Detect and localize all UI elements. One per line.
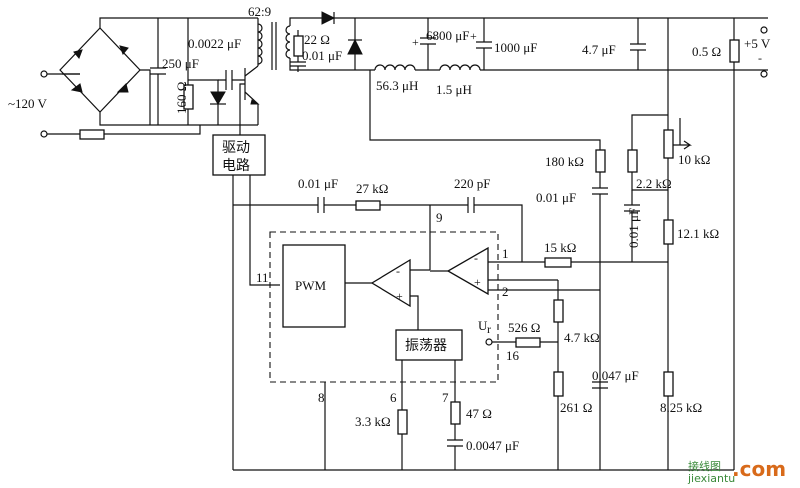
c-snubber-label: 0.0022 μF bbox=[188, 36, 241, 51]
feedback-network: 180 kΩ 0.01 μF 2.2 kΩ 10 kΩ 0.01 μF 12.1… bbox=[233, 18, 735, 471]
c-001-fb-label: 0.01 μF bbox=[536, 190, 576, 205]
pin7-label: 7 bbox=[442, 390, 449, 405]
pin16-label: 16 bbox=[506, 348, 520, 363]
out-minus: - bbox=[758, 51, 762, 65]
driver-label-line1: 驱动 bbox=[222, 140, 250, 156]
primary-section: 250 μF 160 Ω 0.0022 μF bbox=[150, 18, 260, 135]
reference-network: 15 kΩ 4.7 kΩ U r 526 Ω 261 Ω 0.047 μF bbox=[478, 240, 668, 470]
ea-minus: - bbox=[474, 251, 478, 265]
pwm-label: PWM bbox=[295, 278, 327, 293]
r-825k-label: 8.25 kΩ bbox=[660, 400, 702, 415]
compensation: 0.01 μF 27 kΩ 220 pF 9 bbox=[233, 176, 523, 270]
r-47k-label: 4.7 kΩ bbox=[564, 330, 600, 345]
polarity-plus-2: + bbox=[470, 29, 477, 43]
watermark-cn: 接线图 bbox=[688, 459, 721, 473]
r-526-label: 526 Ω bbox=[508, 320, 540, 335]
pin6-label: 6 bbox=[390, 390, 397, 405]
transformer: 62:9 bbox=[248, 4, 330, 71]
r-27k-label: 27 kΩ bbox=[356, 181, 388, 196]
r-snubber-label: 160 Ω bbox=[174, 82, 189, 114]
turns-ratio-label: 62:9 bbox=[248, 4, 271, 19]
c-0047-label: 0.047 μF bbox=[592, 368, 639, 383]
pin2-label: 2 bbox=[502, 284, 509, 299]
pin9-label: 9 bbox=[436, 210, 443, 225]
c-6800-label: 6800 μF bbox=[426, 28, 469, 43]
c-1000-label: 1000 μF bbox=[494, 40, 537, 55]
l-563-label: 56.3 μH bbox=[376, 78, 418, 93]
r-33k-label: 3.3 kΩ bbox=[355, 414, 391, 429]
driver-label-line2: 电路 bbox=[222, 158, 250, 174]
c-001-v-label: 0.01 μF bbox=[626, 208, 641, 248]
c-001-comp-label: 0.01 μF bbox=[298, 176, 338, 191]
oscillator-label: 振荡器 bbox=[405, 338, 447, 354]
ac-input-section: ~120 V bbox=[8, 17, 250, 140]
ac-input-label: ~120 V bbox=[8, 96, 48, 111]
r-22-label: 22 Ω bbox=[304, 32, 330, 47]
comp-minus: - bbox=[396, 264, 400, 278]
r-05-label: 0.5 Ω bbox=[692, 44, 721, 59]
comp-plus: + bbox=[396, 289, 403, 303]
controller-ic: PWM - + - + 振荡器 11 1 2 8 6 7 16 bbox=[256, 231, 558, 405]
ur-sub: r bbox=[487, 322, 491, 336]
r-47-label: 47 Ω bbox=[466, 406, 492, 421]
r-180k-label: 180 kΩ bbox=[545, 154, 584, 169]
timing-network: 3.3 kΩ 47 Ω 0.0047 μF bbox=[324, 360, 519, 470]
ur-label: U bbox=[478, 318, 488, 333]
driver-block: 驱动 电路 bbox=[212, 134, 280, 470]
c-001-out-label: 0.01 μF bbox=[302, 48, 342, 63]
secondary-section: 22 Ω 0.01 μF 56.3 μH 1.5 μH 6800 μF + 10… bbox=[290, 11, 771, 97]
polarity-plus: + bbox=[412, 35, 419, 49]
c-47-label: 4.7 μF bbox=[582, 42, 616, 57]
r-121k-label: 12.1 kΩ bbox=[677, 226, 719, 241]
r-261-label: 261 Ω bbox=[560, 400, 592, 415]
c-00047-label: 0.0047 μF bbox=[466, 438, 519, 453]
watermark: 接线图 jiexiantu .com bbox=[687, 457, 786, 485]
ea-plus: + bbox=[474, 275, 481, 289]
c-220p-label: 220 pF bbox=[454, 176, 490, 191]
pin11-label: 11 bbox=[256, 270, 269, 285]
r-22k-label: 2.2 kΩ bbox=[636, 176, 672, 191]
c-input-label: 250 μF bbox=[162, 56, 199, 71]
l-15-label: 1.5 μH bbox=[436, 82, 472, 97]
watermark-com: .com bbox=[732, 457, 786, 481]
pin1-label: 1 bbox=[502, 246, 509, 261]
r-10k-label: 10 kΩ bbox=[678, 152, 710, 167]
r-15k-label: 15 kΩ bbox=[544, 240, 576, 255]
out-5v-label: +5 V bbox=[744, 36, 771, 51]
watermark-url: jiexiantu bbox=[687, 472, 735, 485]
pin8-label: 8 bbox=[318, 390, 325, 405]
